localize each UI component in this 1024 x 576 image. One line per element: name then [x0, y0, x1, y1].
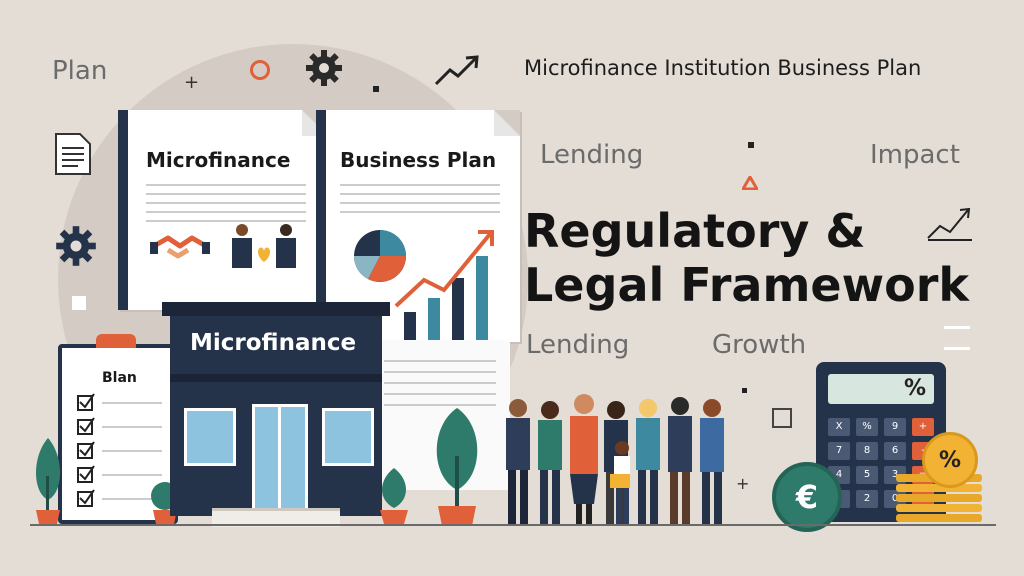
plus-decoration: + [736, 474, 750, 493]
lending-label-top: Lending [540, 140, 644, 170]
page-title: Microfinance Institution Business Plan [524, 56, 922, 80]
euro-coin-icon: € [772, 462, 842, 532]
calculator-display: % [828, 374, 934, 404]
gear-icon [306, 50, 342, 86]
calculator-key: 8 [856, 442, 878, 460]
calculator-key: 6 [884, 442, 906, 460]
document-fold [494, 110, 520, 136]
impact-label: Impact [870, 140, 960, 170]
bar-chart-icon [394, 230, 494, 342]
tree-mid [436, 408, 478, 526]
square-decoration [72, 296, 86, 310]
pie-chart-icon [354, 230, 406, 282]
calculator-key: + [912, 418, 934, 436]
gear-icon [56, 226, 96, 266]
clipboard-clip [96, 334, 136, 348]
lending-label-bottom: Lending [526, 330, 630, 360]
dot-decoration [742, 388, 747, 393]
triangle-decoration [742, 176, 758, 190]
entrance-door [252, 404, 308, 520]
euro-coin-symbol: € [795, 478, 819, 516]
building-steps [212, 508, 340, 527]
calculator-key: 9 [884, 418, 906, 436]
building: Microfinance [162, 302, 390, 527]
bracket-decoration [944, 326, 970, 350]
calculator-key: 5 [856, 466, 878, 484]
growth-label: Growth [712, 330, 807, 360]
doc-lines [146, 184, 306, 222]
percent-coin-symbol: % [938, 447, 962, 473]
building-body [170, 374, 382, 520]
window-left [184, 408, 236, 466]
calculator-key: X [828, 418, 850, 436]
calculator-display-value: % [903, 376, 926, 401]
building-sign-text: Microfinance [190, 330, 357, 356]
document-right-title: Business Plan [340, 148, 497, 172]
calculator-key: 7 [828, 442, 850, 460]
trend-arrow-icon [434, 55, 479, 86]
plant-mid [380, 468, 408, 524]
small-box-decoration [772, 408, 792, 428]
calculator-key: % [856, 418, 878, 436]
headline-line-2: Legal Framework [524, 258, 969, 312]
headline-line-1: Regulatory & [524, 204, 866, 258]
trend-arrow-icon [927, 207, 972, 241]
document-left: Microfinance [118, 110, 328, 310]
document-left-title: Microfinance [146, 148, 291, 172]
ground-line [30, 524, 996, 526]
plant-left [36, 438, 60, 524]
document-icon [55, 133, 91, 175]
people-group [506, 394, 724, 524]
building-roof [162, 302, 390, 316]
building-sign: Microfinance [170, 316, 382, 374]
headline: Regulatory & Legal Framework [524, 204, 969, 312]
plus-decoration: + [184, 72, 200, 93]
window-right [322, 408, 374, 466]
dot-decoration [748, 142, 754, 148]
doc-lines [340, 184, 500, 213]
circle-decoration [250, 60, 270, 80]
clipboard-title: Blan [102, 370, 137, 386]
handshake-icon [150, 235, 210, 259]
percent-coin-icon: % [922, 432, 978, 488]
calculator-key: 2 [856, 490, 878, 508]
business-people-icon [232, 224, 296, 268]
dot-decoration [373, 86, 379, 92]
plan-label: Plan [52, 56, 108, 86]
